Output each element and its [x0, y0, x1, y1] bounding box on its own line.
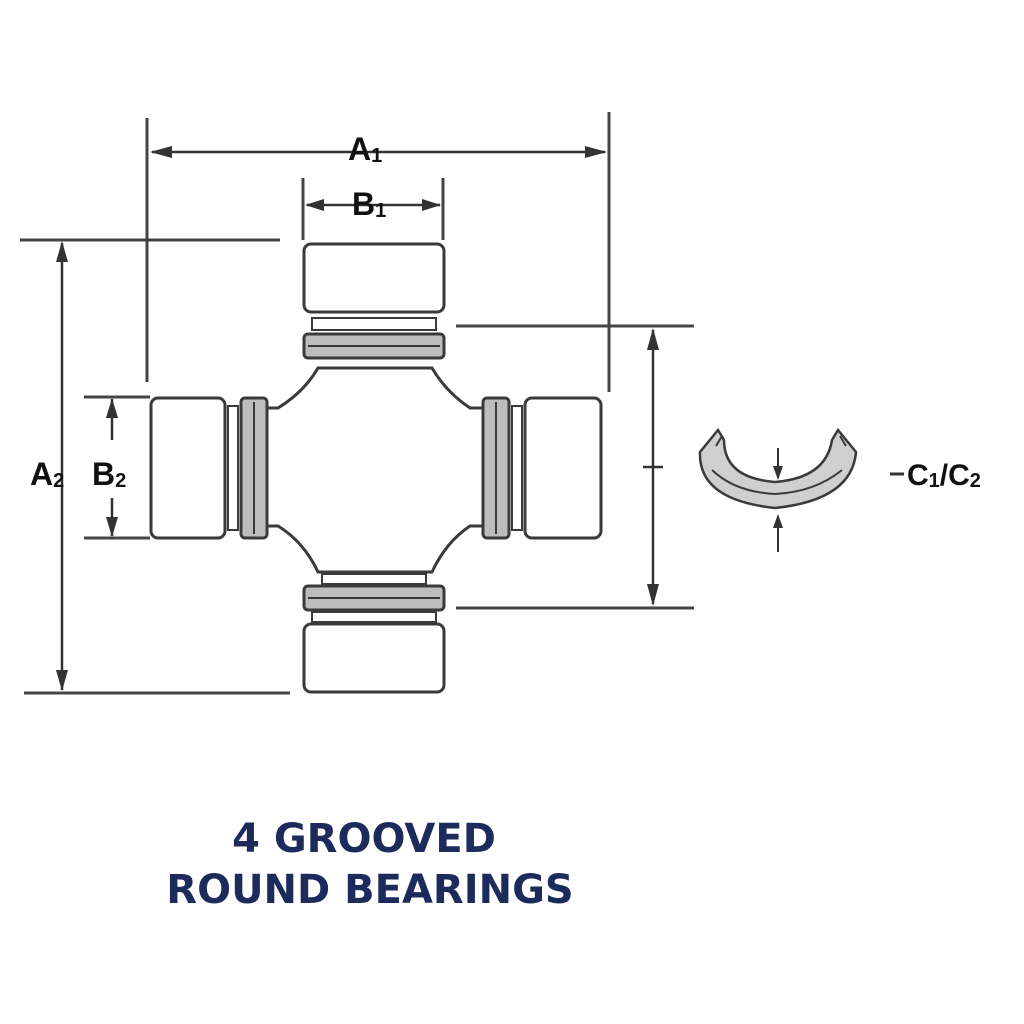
bearing-cap-bottom — [302, 573, 446, 694]
dimension-lines — [56, 146, 663, 691]
extension-lines — [20, 112, 694, 695]
bearing-cap-left — [149, 396, 269, 540]
snap-ring-clip — [698, 427, 858, 510]
caption-line-2: ROUND BEARINGS — [166, 867, 573, 913]
label-b2: B2 — [92, 456, 126, 492]
bearing-cap-right — [481, 396, 603, 540]
caption-line-1: 4 GROOVED — [232, 816, 496, 862]
label-a1: A1 — [348, 131, 382, 167]
label-c1-c2: C1/C2 — [907, 459, 981, 492]
cross-body — [262, 366, 486, 574]
label-a2: A2 — [30, 456, 64, 492]
label-b1: B1 — [352, 186, 386, 222]
snap-ring-dimension — [773, 448, 904, 552]
bearing-cap-top — [302, 242, 446, 360]
